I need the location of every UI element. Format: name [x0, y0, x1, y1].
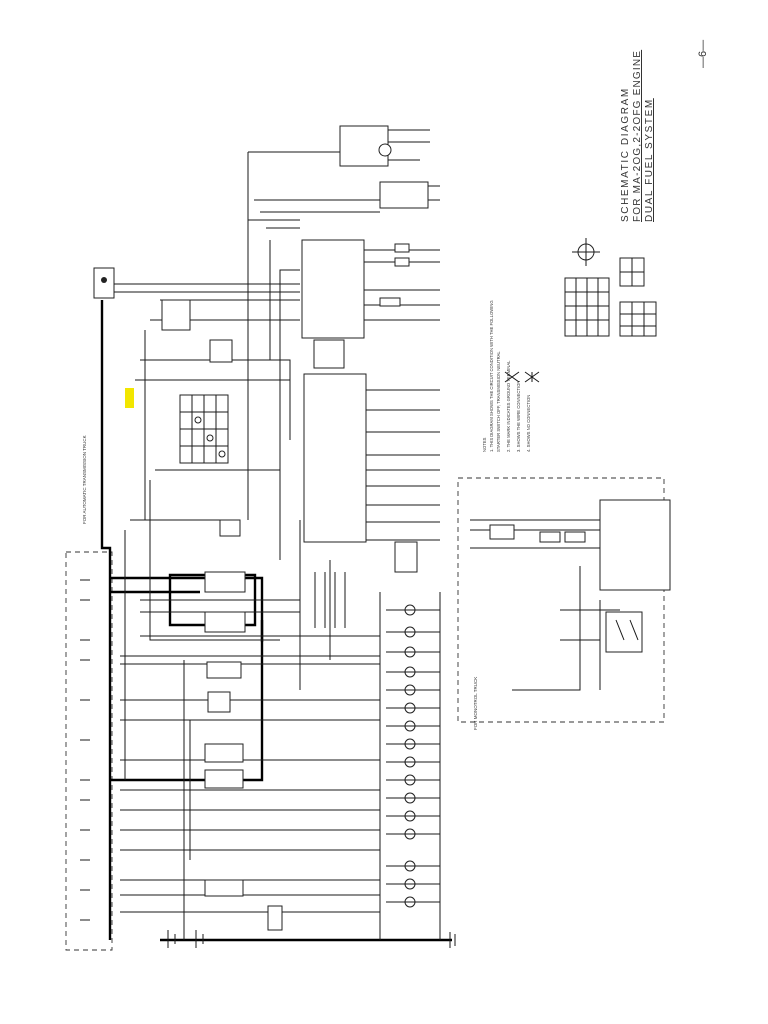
wire-harness	[120, 151, 380, 940]
heavy-bus	[100, 300, 452, 942]
top-connector	[339, 125, 440, 209]
diagram-title-line-3: DUAL FUEL SYSTEM	[644, 98, 655, 222]
battery-symbol	[167, 930, 204, 948]
page-number: —6—	[697, 40, 709, 68]
notes-block: NOTES 1. THIS DIAGRAM SHOWS THE CIRCUIT …	[482, 300, 531, 452]
note-line-3: 2. THE MARK INDICATES GROUND TERMINAL	[506, 360, 511, 452]
ignition-relay	[93, 267, 300, 299]
note-line-5: 4. SHOWS NO CONNECTION	[526, 395, 531, 452]
note-line-2: STARTER SWITCH OFF, TRANSMISSION NEUTRAL	[496, 351, 501, 452]
monotrol-region	[457, 477, 671, 723]
diagram-title-line-1: SCHEMATIC DIAGRAM	[620, 87, 631, 222]
relay-boxes	[161, 299, 283, 931]
switch-matrix-left	[179, 394, 229, 464]
note-line-1: 1. THIS DIAGRAM SHOWS THE CIRCUIT CONDIT…	[489, 300, 494, 452]
load-column	[314, 572, 441, 940]
diagram-title-line-2: FOR MA-2OG,2-2OFG ENGINE	[632, 50, 643, 222]
title-block: SCHEMATIC DIAGRAM FOR MA-2OG,2-2OFG ENGI…	[620, 50, 655, 222]
automatic-section-label: FOR AUTOMATIC TRANSMISSION TRUCK	[82, 435, 87, 524]
switch-matrix-right	[564, 238, 657, 337]
note-line-4: 3. SHOWS THE WIRE CONNECTION	[516, 381, 521, 452]
monotrol-section-label: FOR MONOTROL TRUCK	[473, 677, 478, 730]
notes-header: NOTES	[482, 437, 487, 452]
highlight-marker	[125, 388, 134, 408]
wire-connection-symbols	[504, 371, 540, 383]
controller-blocks	[301, 239, 440, 573]
ground-boundary	[65, 551, 113, 951]
ground-terminals	[80, 579, 456, 948]
